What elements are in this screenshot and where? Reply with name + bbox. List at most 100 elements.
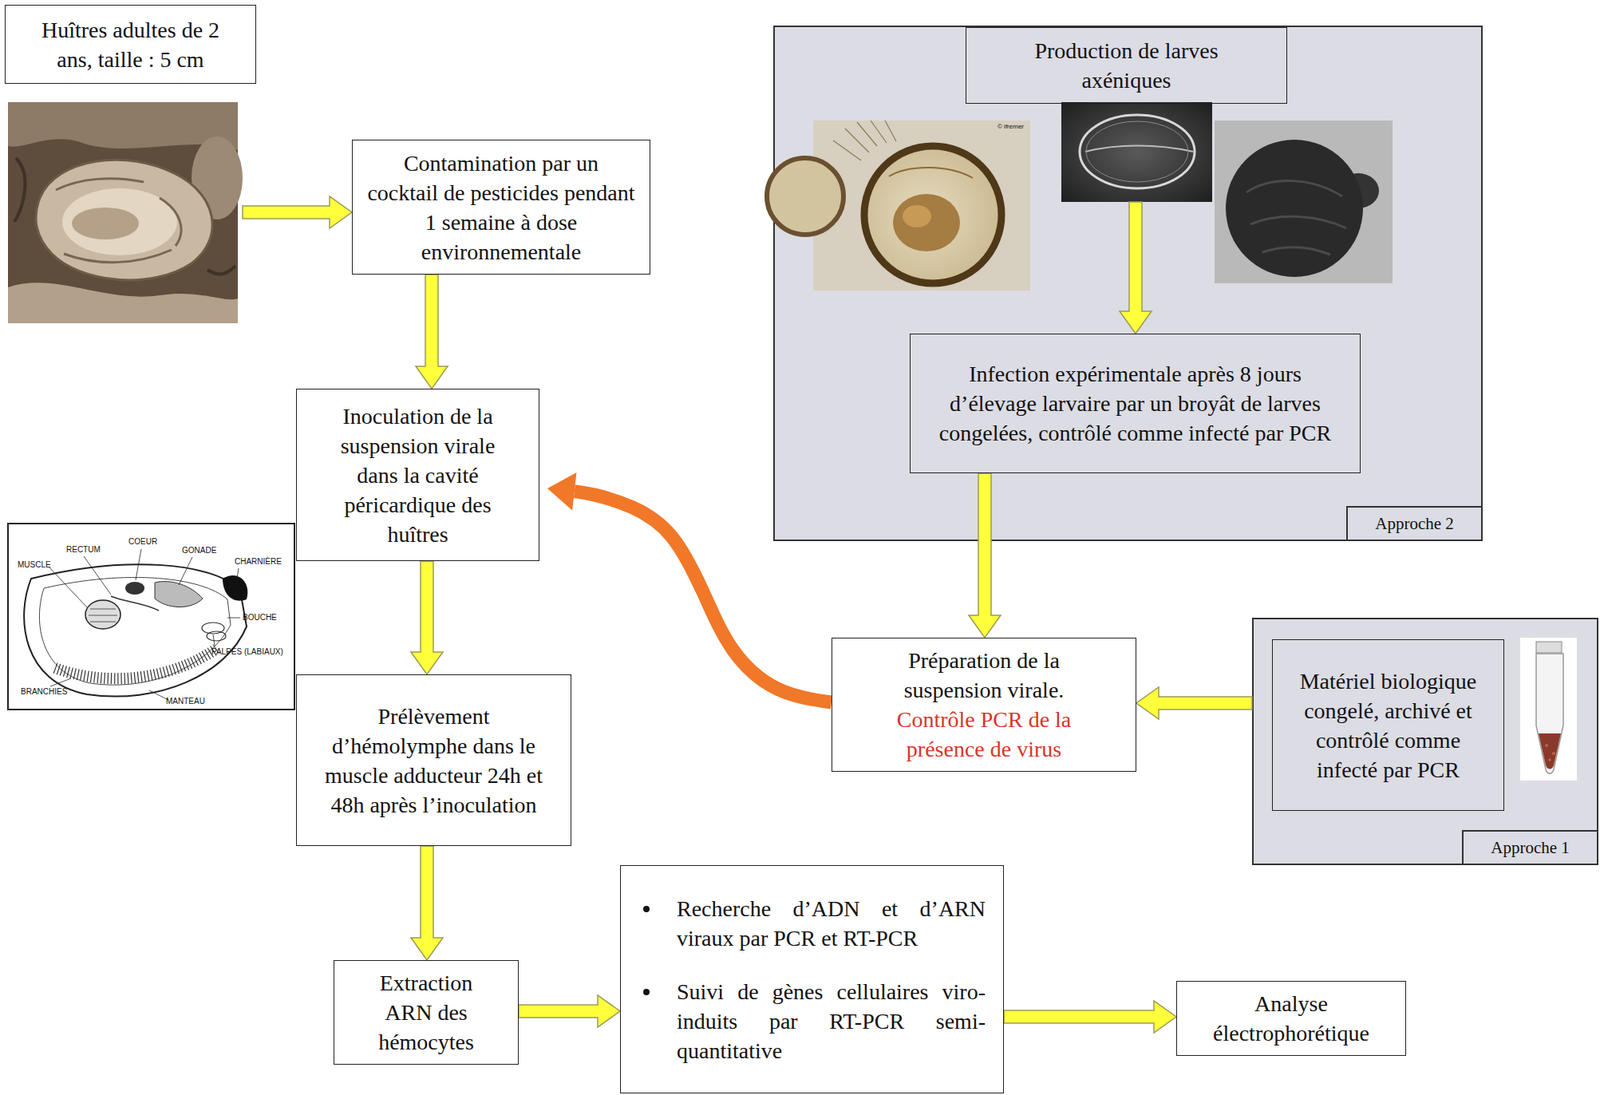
oyster-anatomy-part <box>125 581 145 595</box>
oyster-photo-part <box>7 102 238 324</box>
anatomy-label: CHARNIÈRE <box>234 557 282 567</box>
leader-lines-part <box>50 678 72 687</box>
approach-label: Approche 2 <box>1346 505 1482 540</box>
larva-photo-part <box>1061 102 1213 202</box>
oyster-anatomy-part <box>55 648 217 679</box>
process-box: Matériel biologique congelé, archivé et … <box>1272 639 1505 811</box>
sample-tube-part <box>1536 641 1562 653</box>
anatomy-label: RECTUM <box>66 545 101 555</box>
larva-photo-part <box>1225 139 1363 277</box>
process-box: Extraction ARN des hémocytes <box>333 960 519 1065</box>
sample-tube <box>1520 637 1577 781</box>
box-text: Recherche d’ADN et d’ARN viraux par PCR … <box>676 893 986 953</box>
block-arrow <box>1003 1000 1177 1033</box>
oyster-photo-part <box>7 102 238 151</box>
oyster-anatomy-part <box>85 600 121 629</box>
flow-arrow <box>410 560 443 675</box>
bullet-item: Suivi de gènes cellulaires viro-induits … <box>643 976 986 1066</box>
sample-tube-part <box>1548 758 1552 762</box>
block-arrow <box>415 274 448 389</box>
oyster-anatomy-part <box>154 581 203 608</box>
larva-photo-part <box>813 120 1031 291</box>
larva-photo-part <box>1079 114 1195 189</box>
block-arrow <box>968 473 1001 638</box>
leader-lines-part <box>178 557 193 585</box>
larva-photo-part <box>1086 121 1189 182</box>
arrow-head <box>547 472 577 511</box>
flow-arrow <box>1119 201 1152 334</box>
larva-photo <box>1061 102 1213 202</box>
process-box: Infection expérimentale après 8 jours d’… <box>909 333 1361 474</box>
box-content: Recherche d’ADN et d’ARN viraux par PCR … <box>620 893 1004 1066</box>
anatomy-label: BOUCHE <box>242 612 277 623</box>
oyster-photo-part <box>55 178 182 263</box>
oyster-anatomy-part <box>39 576 231 685</box>
box-content: Inoculation de la suspension virale dans… <box>296 401 539 550</box>
block-arrow <box>410 560 443 675</box>
box-text: Infection expérimentale après 8 jours d’… <box>928 359 1343 448</box>
box-content: Huîtres adultes de 2 ans, taille : 5 cm <box>5 15 256 75</box>
larva-photo <box>766 120 1031 291</box>
oyster-anatomy <box>7 523 295 710</box>
box-text: Huîtres adultes de 2 ans, taille : 5 cm <box>23 15 238 75</box>
sample-tube-part <box>1544 743 1549 747</box>
block-arrow <box>518 995 621 1028</box>
sample-tube-part <box>1552 751 1556 755</box>
oyster-anatomy-part <box>7 523 295 710</box>
sample-tube-part <box>1520 637 1577 781</box>
flow-arrow <box>968 473 1001 638</box>
oyster-photo-part <box>14 158 236 274</box>
anatomy-label: MANTEAU <box>165 696 206 707</box>
leader-lines-part <box>227 617 241 619</box>
approach-label: Approche 1 <box>1461 829 1597 864</box>
oyster-anatomy-part <box>222 575 248 601</box>
oyster-anatomy-part <box>206 631 226 641</box>
block-arrow <box>1136 687 1253 720</box>
larva-photo-part <box>833 120 897 161</box>
process-box: Production de larves axéniques <box>965 27 1288 104</box>
arrow-shaft <box>574 491 832 703</box>
larva-photo-part <box>1214 120 1393 284</box>
box-text: Prélèvement d’hémolymphe dans le muscle … <box>314 701 554 820</box>
oyster-anatomy-part <box>23 564 247 696</box>
process-box: Inoculation de la suspension virale dans… <box>296 388 540 561</box>
flow-arrow <box>410 845 443 960</box>
flow-arrow <box>1136 687 1253 720</box>
larva-photo-part <box>888 167 973 178</box>
larva-photo-part <box>902 205 932 228</box>
oyster-photo-part <box>35 159 213 281</box>
process-box: Prélèvement d’hémolymphe dans le muscle … <box>296 674 572 846</box>
process-box: Huîtres adultes de 2 ans, taille : 5 cm <box>4 4 257 84</box>
bullet-item: Recherche d’ADN et d’ARN viraux par PCR … <box>643 893 986 953</box>
oyster-photo <box>7 102 243 324</box>
sample-tube-part <box>1536 653 1564 774</box>
leader-lines-part <box>48 566 87 608</box>
curved-arrow <box>547 472 832 703</box>
watermark: © ifremer <box>997 122 1024 132</box>
flow-arrow <box>518 995 621 1028</box>
box-content: Matériel biologique congelé, archivé et … <box>1272 666 1504 785</box>
block-arrow <box>1119 201 1152 334</box>
anatomy-label: MUSCLE <box>17 560 52 570</box>
block-arrow <box>242 196 352 229</box>
box-content: Infection expérimentale après 8 jours d’… <box>910 359 1360 448</box>
box-text: Analyse électrophorétique <box>1193 988 1390 1048</box>
box-text: Matériel biologique congelé, archivé et … <box>1288 666 1488 785</box>
anatomy-label: GONADE <box>181 545 217 556</box>
larva-photo-part <box>892 193 960 252</box>
box-content: Extraction ARN des hémocytes <box>334 967 518 1057</box>
anatomy-label: PALPES (LABIAUX) <box>211 647 284 657</box>
larva-photo-part <box>766 158 844 235</box>
process-box: Préparation de la suspension virale.Cont… <box>831 637 1137 772</box>
oyster-photo-part <box>71 207 139 240</box>
oyster-anatomy-part <box>88 608 118 622</box>
box-content: Production de larves axéniques <box>966 35 1287 95</box>
box-content: Préparation de la suspension virale.Cont… <box>832 645 1136 764</box>
bullet-dot <box>643 905 650 913</box>
leader-lines-part <box>237 568 239 579</box>
larva-photo-part <box>1085 146 1194 153</box>
larva-photo <box>1214 120 1393 284</box>
box-content: Analyse électrophorétique <box>1177 988 1406 1048</box>
leader-lines-part <box>149 690 169 700</box>
